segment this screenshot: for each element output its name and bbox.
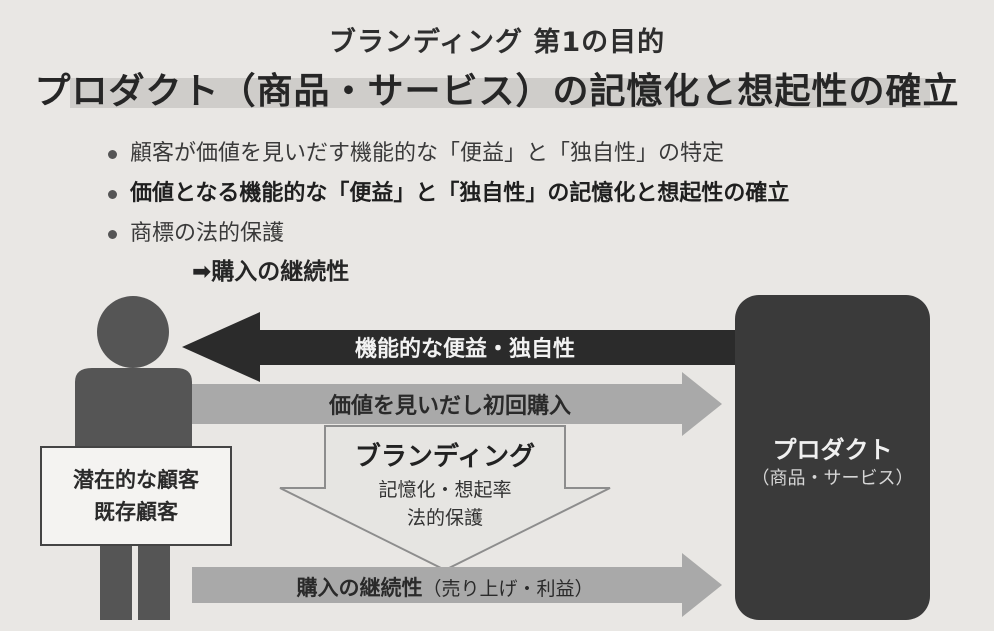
customer-label-box: 潜在的な顧客 既存顧客 xyxy=(40,446,232,546)
title-highlight-band xyxy=(70,78,930,108)
diagram-subtitle: ブランディング 第1の目的 xyxy=(328,27,666,58)
product-title: プロダクト xyxy=(772,436,893,464)
customer-head-icon xyxy=(97,296,169,368)
branding-down-arrow xyxy=(279,425,611,572)
result-continuity: ➡購入の継続性 xyxy=(192,259,350,285)
first-purchase-arrow-right xyxy=(192,372,722,436)
customer-right-leg-icon xyxy=(138,540,170,620)
branding-title: ブランディング xyxy=(354,442,536,472)
continuity-arrow-label: 購入の継続性（売り上げ・利益） xyxy=(210,572,680,602)
customer-left-leg-icon xyxy=(100,540,132,620)
first-purchase-arrow-label: 価値を見いだし初回購入 xyxy=(328,394,571,419)
customer-label-potential: 潜在的な顧客 xyxy=(73,468,199,492)
benefit-arrow-label: 機能的な便益・独自性 xyxy=(354,337,575,362)
customer-body-icon xyxy=(75,368,192,446)
branding-line-legal-protection: 法的保護 xyxy=(406,507,483,529)
benefit-arrow-left xyxy=(182,312,735,382)
product-box xyxy=(735,295,930,620)
bullet-list: 顧客が価値を見いだす機能的な「便益」と「独自性」の特定 価値となる機能的な「便益… xyxy=(108,134,789,254)
branding-line-memorization: 記憶化・想起率 xyxy=(378,479,512,501)
customer-label-existing: 既存顧客 xyxy=(94,500,178,524)
continuity-arrow-right xyxy=(192,553,722,617)
continuity-label-main: 購入の継続性 xyxy=(296,576,423,600)
bullet-item-benefit-identification: 顧客が価値を見いだす機能的な「便益」と「独自性」の特定 xyxy=(108,134,789,174)
continuity-label-sub: （売り上げ・利益） xyxy=(422,578,594,600)
diagram-title: プロダクト（商品・サービス）の記憶化と想起性の確立 xyxy=(34,71,960,112)
bullet-item-memorization: 価値となる機能的な「便益」と「独自性」の記憶化と想起性の確立 xyxy=(108,174,789,214)
bullet-item-trademark: 商標の法的保護 xyxy=(108,214,789,254)
product-subtitle: （商品・サービス） xyxy=(751,468,914,489)
